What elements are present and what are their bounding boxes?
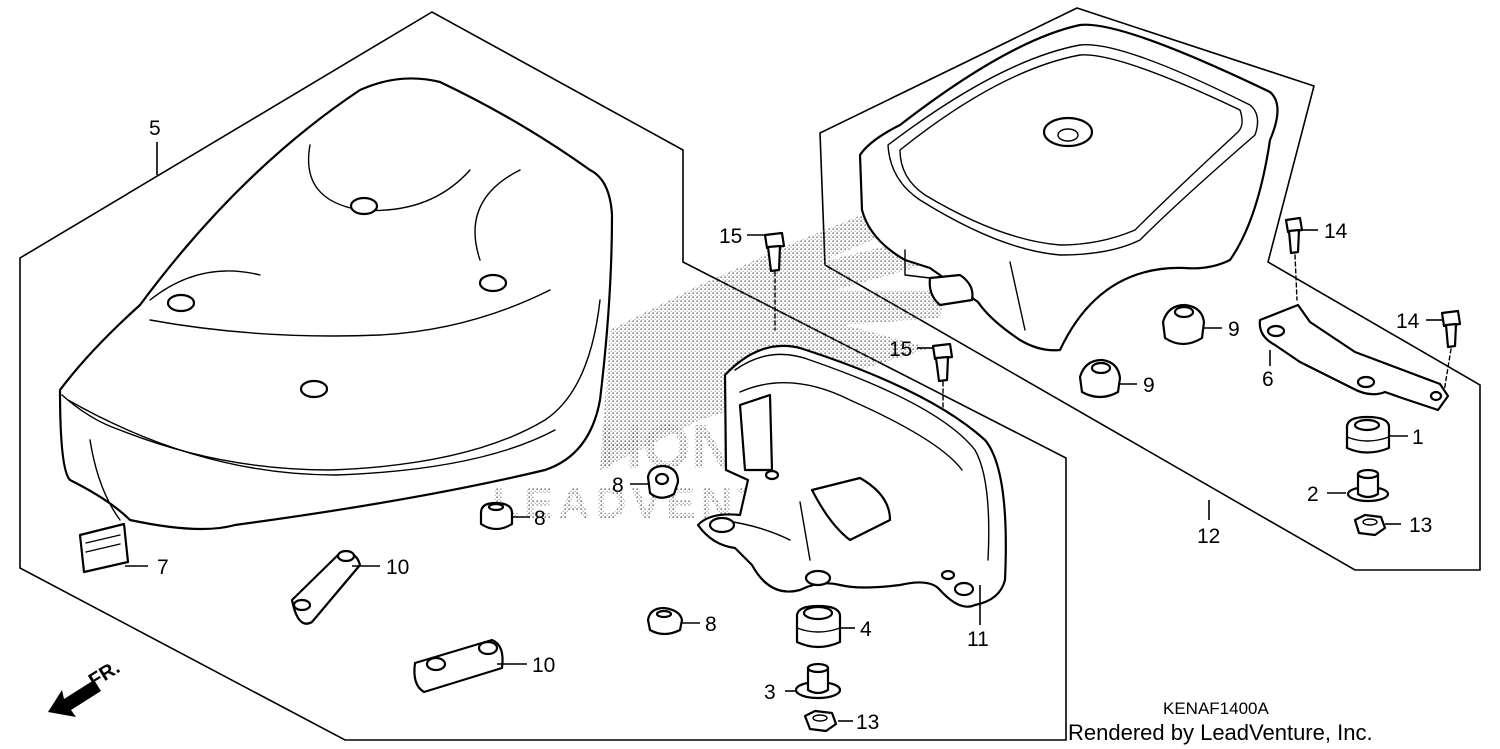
mount-rubber	[795, 604, 842, 649]
callout-11: 11	[967, 628, 989, 651]
callout-7: 7	[157, 556, 169, 579]
honda-wing-logo	[600, 175, 960, 470]
group-outline-rear-seat	[819, 7, 1481, 571]
seat-cushion	[58, 77, 614, 531]
front-arrow-icon	[48, 680, 101, 717]
callout-1: 1	[1412, 426, 1424, 449]
callouts: 5 7 10 10 8 8 8 15 15 4 3 13 11 12 9 9 1…	[149, 117, 1432, 734]
callout-10: 10	[386, 556, 409, 579]
callout-15: 15	[719, 225, 742, 248]
callout-5: 5	[149, 117, 161, 140]
seat-stopper-rubber	[413, 638, 504, 694]
collar	[794, 662, 842, 700]
rubber-cushion	[1078, 358, 1122, 399]
mount-rubber	[1345, 415, 1391, 454]
leader-lines	[125, 142, 1442, 722]
cushion-rubber	[479, 501, 514, 531]
bolt	[1284, 216, 1304, 301]
bolt	[931, 342, 954, 411]
callout-12: 12	[1197, 525, 1220, 548]
cushion-rubber	[646, 606, 684, 636]
front-direction-indicator: FR.	[48, 657, 124, 717]
callout-14: 14	[1396, 310, 1420, 333]
bracket	[1258, 303, 1450, 412]
group-outline-seat	[19, 11, 1067, 741]
bolt	[763, 231, 786, 331]
credit-text: Rendered by LeadVenture, Inc.	[1068, 720, 1373, 745]
callout-8: 8	[612, 474, 624, 497]
callout-2: 2	[1307, 483, 1319, 506]
callout-4: 4	[860, 618, 872, 641]
callout-15: 15	[889, 338, 912, 361]
nut	[1353, 513, 1387, 537]
callout-14: 14	[1324, 220, 1348, 243]
seat-base	[696, 344, 1007, 608]
cushion-rubber	[646, 464, 680, 499]
callout-3: 3	[764, 681, 776, 704]
callout-9: 9	[1228, 318, 1240, 341]
callout-13: 13	[856, 711, 879, 734]
callout-8: 8	[705, 613, 717, 636]
bolt	[1440, 309, 1462, 393]
callout-9: 9	[1143, 374, 1155, 397]
callout-8: 8	[534, 507, 546, 530]
nut	[803, 709, 838, 733]
rear-seat	[858, 23, 1279, 352]
callout-13: 13	[1409, 514, 1432, 537]
callout-6: 6	[1262, 368, 1274, 391]
band	[78, 522, 130, 574]
rubber-cushion	[1161, 303, 1206, 346]
seat-stopper-rubber	[290, 549, 362, 625]
collar	[1346, 468, 1390, 503]
figure-code: KENAF1400A	[1163, 699, 1269, 718]
callout-10: 10	[532, 654, 555, 677]
